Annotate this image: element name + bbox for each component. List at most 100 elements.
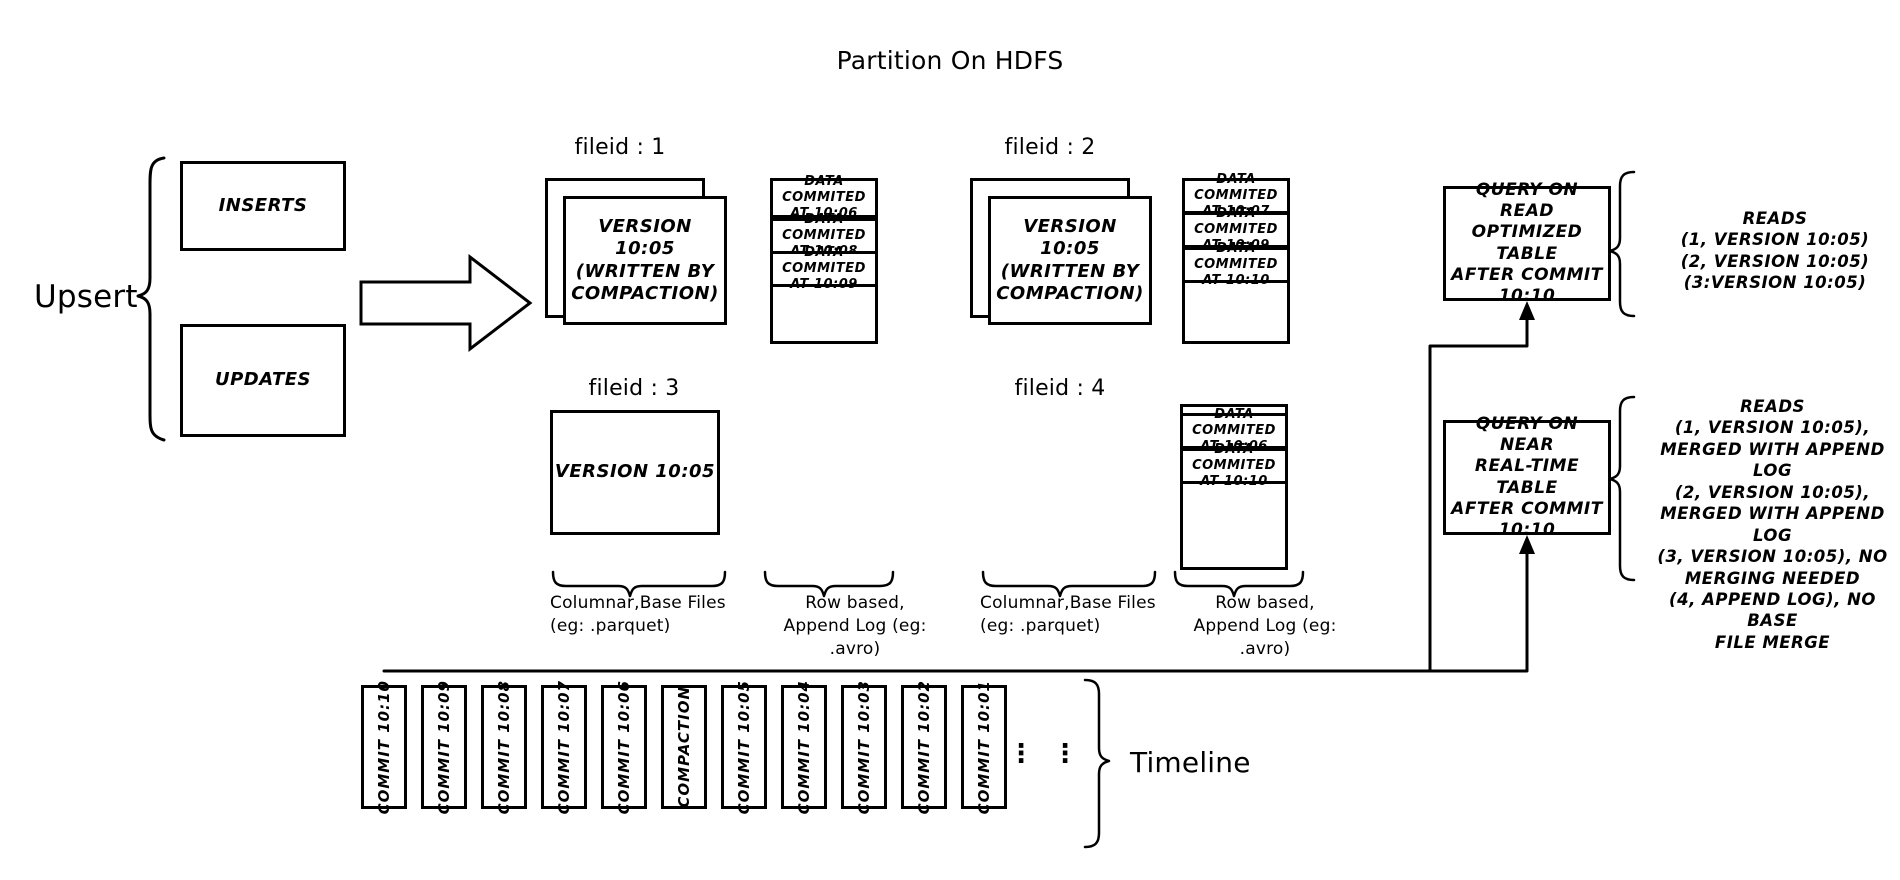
query-line-4: 10:10 — [1498, 286, 1556, 306]
reads-line: MERGED WITH APPEND LOG — [1660, 439, 1885, 481]
log-entry-line1: DATA COMMITED — [1194, 205, 1278, 237]
timeline-cell-2[interactable]: COMMIT 10:08 — [481, 680, 527, 814]
timeline-cell-4[interactable]: COMMIT 10:06 — [601, 680, 647, 814]
reads-read-optimized: READS (1, VERSION 10:05) (2, VERSION 10:… — [1650, 208, 1900, 294]
reads-title: READS — [1740, 397, 1805, 416]
log-entry-line2: AT 10:06 — [790, 206, 858, 222]
reads-line: MERGED WITH APPEND LOG — [1660, 504, 1885, 545]
caption-line: Append Log (eg: — [783, 615, 927, 636]
timeline-cell-label: COMMIT 10:05 — [735, 679, 753, 815]
timeline-cell-label: COMPACTION — [675, 686, 693, 808]
connector-timeline-to-near-real-time — [1378, 548, 1529, 673]
reads-line: FILE MERGE — [1714, 632, 1831, 652]
reads-line: (4, APPEND LOG), NO BASE — [1669, 589, 1876, 631]
fileid-3-header: fileid : 3 — [588, 376, 680, 401]
log-entry-line2: AT 10:10 — [1200, 474, 1268, 490]
reads-line: (1, VERSION 10:05), — [1674, 418, 1871, 438]
updates-box: UPDATES — [180, 324, 346, 437]
query-line-4: 10:10 — [1498, 520, 1556, 540]
log-entry-line1: DATA COMMITED — [782, 244, 866, 276]
fileid-4-header: fileid : 4 — [1014, 376, 1106, 401]
timeline-cell-6[interactable]: COMMIT 10:05 — [721, 680, 767, 814]
timeline-cell-label: COMMIT 10:10 — [375, 679, 393, 815]
timeline-cell-label: COMMIT 10:02 — [915, 679, 933, 815]
timeline-cell-0[interactable]: COMMIT 10:10 — [361, 680, 407, 814]
fileid-1-version-line3: COMPACTION) — [571, 283, 719, 304]
caption-rowlog-right: Row based, Append Log (eg: .avro) — [1165, 592, 1365, 661]
caption-rowlog-left: Row based, Append Log (eg: .avro) — [755, 592, 955, 661]
fileid-2-version-line3: COMPACTION) — [996, 283, 1144, 304]
caption-line: .avro) — [829, 638, 881, 659]
timeline-cell-7[interactable]: COMMIT 10:04 — [781, 680, 827, 814]
log-entry-line1: DATA COMMITED — [1194, 240, 1278, 272]
fileid-4-log-entry-2: DATA COMMITED AT 10:10 — [1180, 442, 1288, 489]
query-line-2: OPTIMIZED TABLE — [1471, 222, 1583, 264]
log-entry-line1: DATA COMMITED — [782, 173, 866, 205]
timeline-cell-label: COMMIT 10:07 — [555, 679, 573, 815]
timeline-cell-9[interactable]: COMMIT 10:02 — [901, 680, 947, 814]
caption-line: Columnar,Base Files — [550, 593, 726, 613]
timeline-cell-1[interactable]: COMMIT 10:09 — [421, 680, 467, 814]
timeline-cell-label: COMMIT 10:09 — [435, 679, 453, 815]
reads-line: (3:VERSION 10:05) — [1683, 273, 1867, 293]
fileid-3-version-line1: VERSION 10:05 — [554, 461, 716, 483]
fileid-1-base-file-front: VERSION 10:05 (WRITTEN BY COMPACTION) — [563, 196, 727, 325]
timeline-cell-label: COMMIT 10:04 — [795, 679, 813, 815]
brace-timeline-icon — [1083, 678, 1111, 849]
query-read-optimized-box[interactable]: QUERY ON READ OPTIMIZED TABLE AFTER COMM… — [1443, 180, 1611, 306]
timeline-cell-3[interactable]: COMMIT 10:07 — [541, 680, 587, 814]
brace-reads-near-real-time-icon — [1608, 395, 1636, 582]
log-entry-line2: AT 10:09 — [790, 277, 858, 293]
reads-line: (2, VERSION 10:05) — [1680, 251, 1870, 271]
reads-line: (1, VERSION 10:05) — [1680, 230, 1870, 250]
caption-line: Row based, — [1215, 593, 1315, 613]
timeline-cell-label: COMMIT 10:03 — [855, 679, 873, 815]
fileid-1-log-entry-1: DATA COMMITED AT 10:06 — [770, 174, 878, 221]
inserts-label: INSERTS — [218, 194, 308, 216]
timeline-cell-label: COMMIT 10:06 — [615, 679, 633, 815]
timeline-cell-label: COMMIT 10:01 — [975, 679, 993, 815]
caption-line: (eg: .parquet) — [550, 615, 671, 636]
brace-reads-read-optimized-icon — [1608, 170, 1636, 318]
log-entry-line2: AT 10:10 — [1202, 273, 1270, 289]
reads-near-real-time: READS (1, VERSION 10:05), MERGED WITH AP… — [1645, 396, 1900, 653]
page-title: Partition On HDFS — [836, 46, 1064, 75]
query-line-2: REAL-TIME TABLE — [1474, 456, 1580, 498]
caption-line: .avro) — [1239, 638, 1291, 659]
log-entry-line1: DATA COMMITED — [1192, 441, 1276, 473]
timeline-cell-5[interactable]: COMPACTION — [661, 685, 707, 809]
fileid-1-log-entry-3: DATA COMMITED AT 10:09 — [770, 245, 878, 292]
query-line-3: AFTER COMMIT — [1451, 498, 1603, 519]
reads-line: (3, VERSION 10:05), NO — [1657, 547, 1888, 567]
log-entry-line1: DATA COMMITED — [1192, 406, 1276, 438]
query-line-1: QUERY ON READ — [1475, 179, 1579, 221]
fileid-1-version-line1: VERSION 10:05 — [598, 215, 692, 260]
fileid-2-version-line2: (WRITTEN BY — [1000, 260, 1140, 282]
query-line-3: AFTER COMMIT — [1451, 264, 1603, 285]
caption-line: Append Log (eg: — [1193, 615, 1337, 636]
fileid-2-base-file-front: VERSION 10:05 (WRITTEN BY COMPACTION) — [988, 196, 1152, 325]
reads-line: (2, VERSION 10:05), — [1674, 482, 1871, 502]
fileid-1-header: fileid : 1 — [574, 135, 666, 160]
query-line-1: QUERY ON NEAR — [1475, 413, 1579, 455]
inserts-box: INSERTS — [180, 161, 346, 251]
timeline-ellipsis-1: ⋮ — [1008, 739, 1034, 769]
log-entry-line1: DATA COMMITED — [782, 211, 866, 243]
fileid-2-version-line1: VERSION 10:05 — [1023, 215, 1117, 260]
caption-columnar-right: Columnar,Base Files (eg: .parquet) — [930, 592, 1200, 638]
query-near-real-time-box[interactable]: QUERY ON NEAR REAL-TIME TABLE AFTER COMM… — [1443, 414, 1611, 540]
timeline-cell-10[interactable]: COMMIT 10:01 — [961, 680, 1007, 814]
timeline-label: Timeline — [1130, 746, 1251, 779]
timeline-ellipsis-2: ⋮ — [1052, 739, 1078, 769]
fileid-2-log-entry-3: DATA COMMITED AT 10:10 — [1182, 241, 1290, 288]
fileid-2-header: fileid : 2 — [1004, 135, 1096, 160]
fileid-2-log-entry-2: DATA COMMITED AT 10:09 — [1182, 206, 1290, 253]
updates-label: UPDATES — [215, 369, 311, 391]
timeline-cell-8[interactable]: COMMIT 10:03 — [841, 680, 887, 814]
commit-arrow-label: Commit 10:10 — [368, 285, 514, 309]
caption-line: Row based, — [805, 593, 905, 613]
reads-title: READS — [1742, 209, 1808, 228]
fileid-1-version-line2: (WRITTEN BY — [575, 260, 715, 282]
